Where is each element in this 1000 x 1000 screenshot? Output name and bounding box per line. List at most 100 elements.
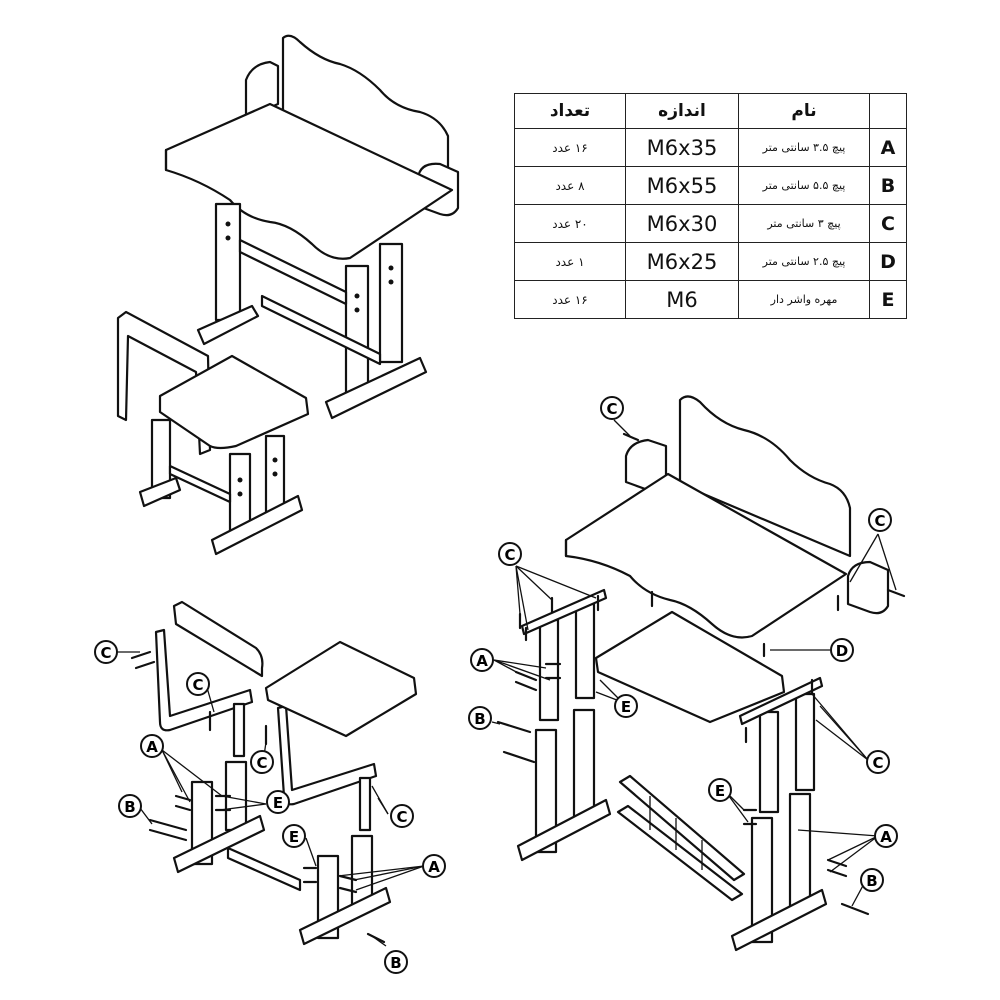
chair-screws bbox=[130, 650, 386, 944]
svg-text:C: C bbox=[396, 808, 407, 826]
svg-text:A: A bbox=[146, 738, 158, 756]
desk-leg-right-back bbox=[378, 242, 404, 364]
svg-text:E: E bbox=[715, 782, 725, 800]
header-size: اندازه bbox=[625, 93, 739, 129]
callout-a-2: A bbox=[422, 854, 446, 878]
table-row: D پیچ ۲.۵ سانتی متر M6x25 ۱ عدد bbox=[514, 242, 907, 281]
part-count: ۲۰ عدد bbox=[514, 204, 626, 243]
svg-text:B: B bbox=[124, 798, 135, 816]
callout-d-1: D bbox=[830, 638, 854, 662]
svg-text:C: C bbox=[874, 512, 885, 530]
table-row: A پیچ ۳.۵ سانتی متر M6x35 ۱۶ عدد bbox=[514, 128, 907, 167]
desk-foot-1 bbox=[516, 798, 612, 862]
desk-screws bbox=[496, 432, 906, 916]
exploded-desk-guard-right bbox=[846, 560, 890, 615]
exploded-backrest-panel bbox=[172, 600, 264, 678]
part-count: ۱۶ عدد bbox=[514, 128, 626, 167]
part-name: پیچ ۵.۵ سانتی متر bbox=[738, 166, 870, 205]
assembled-chair bbox=[116, 310, 310, 556]
callout-b-2: B bbox=[384, 950, 408, 974]
callout-c-6: C bbox=[868, 508, 892, 532]
svg-text:C: C bbox=[606, 400, 617, 418]
callout-b-4: B bbox=[860, 868, 884, 892]
desk-lower-leg-4 bbox=[788, 792, 812, 908]
callout-a-1: A bbox=[140, 734, 164, 758]
svg-text:C: C bbox=[256, 754, 267, 772]
desk-upper-leg-3 bbox=[758, 710, 780, 814]
svg-text:E: E bbox=[621, 698, 631, 716]
callout-c-7: C bbox=[498, 542, 522, 566]
chair-foot-left bbox=[138, 476, 182, 508]
callout-e-1: E bbox=[266, 790, 290, 814]
part-size: M6 bbox=[625, 280, 739, 319]
header-count: تعداد bbox=[514, 93, 626, 129]
callout-c-8: C bbox=[866, 750, 890, 774]
part-count: ۱ عدد bbox=[514, 242, 626, 281]
part-letter: D bbox=[869, 242, 907, 281]
svg-text:C: C bbox=[100, 644, 111, 662]
exploded-desk bbox=[491, 395, 906, 952]
callout-c-5: C bbox=[600, 396, 624, 420]
exploded-chair-foot-1 bbox=[172, 814, 266, 874]
table-row: E مهره واشر دار M6 ۱۶ عدد bbox=[514, 280, 907, 319]
assembled-desk bbox=[164, 34, 460, 420]
exploded-chair bbox=[116, 600, 425, 947]
desk-upper-leg-4 bbox=[794, 692, 816, 792]
chair-foot-right bbox=[210, 494, 304, 556]
desk-foot-2 bbox=[730, 888, 828, 952]
callout-a-4: A bbox=[874, 824, 898, 848]
part-name: پیچ ۳ سانتی متر bbox=[738, 204, 870, 243]
desk-foot-right bbox=[324, 356, 428, 420]
svg-text:C: C bbox=[872, 754, 883, 772]
svg-text:B: B bbox=[390, 954, 401, 972]
part-name: پیچ ۲.۵ سانتی متر bbox=[738, 242, 870, 281]
callout-b-1: B bbox=[118, 794, 142, 818]
part-count: ۸ عدد bbox=[514, 166, 626, 205]
part-count: ۱۶ عدد bbox=[514, 280, 626, 319]
chair-seat bbox=[158, 354, 310, 450]
svg-text:B: B bbox=[474, 710, 485, 728]
exploded-desk-top bbox=[564, 472, 848, 639]
part-name: پیچ ۳.۵ سانتی متر bbox=[738, 128, 870, 167]
parts-table: نام اندازه تعداد A پیچ ۳.۵ سانتی متر M6x… bbox=[514, 93, 907, 319]
svg-text:D: D bbox=[836, 642, 848, 660]
desk-lower-leg-3 bbox=[750, 816, 774, 944]
desk-upper-leg-2 bbox=[574, 602, 596, 700]
header-name: نام bbox=[738, 93, 870, 129]
callout-b-3: B bbox=[468, 706, 492, 730]
part-letter: B bbox=[869, 166, 907, 205]
desk-lower-leg-2 bbox=[572, 708, 596, 822]
callout-e-3: E bbox=[614, 694, 638, 718]
desk-upper-leg-1 bbox=[538, 618, 560, 722]
exploded-desk-back-panel bbox=[678, 395, 852, 558]
part-size: M6x30 bbox=[625, 204, 739, 243]
table-row: C پیچ ۳ سانتی متر M6x30 ۲۰ عدد bbox=[514, 204, 907, 243]
callout-a-3: A bbox=[470, 648, 494, 672]
svg-text:A: A bbox=[880, 828, 892, 846]
exploded-seat bbox=[264, 640, 418, 738]
table-row: B پیچ ۵.۵ سانتی متر M6x55 ۸ عدد bbox=[514, 166, 907, 205]
callout-e-2: E bbox=[282, 824, 306, 848]
svg-text:C: C bbox=[504, 546, 515, 564]
callout-e-4: E bbox=[708, 778, 732, 802]
part-size: M6x55 bbox=[625, 166, 739, 205]
callout-bubbles: C C C C A A B B E E C C C C D A A B B E … bbox=[94, 396, 898, 974]
exploded-back-frame-left bbox=[154, 628, 254, 732]
callout-c-3: C bbox=[250, 750, 274, 774]
desk-leg-right-front bbox=[344, 264, 370, 402]
header-letter bbox=[869, 93, 907, 129]
callout-c-4: C bbox=[390, 804, 414, 828]
exploded-chair-foot-2 bbox=[298, 886, 392, 946]
part-name: مهره واشر دار bbox=[738, 280, 870, 319]
desk-foot-left bbox=[196, 304, 260, 346]
part-size: M6x35 bbox=[625, 128, 739, 167]
desk-leg-left-front bbox=[214, 202, 242, 322]
parts-table-header: نام اندازه تعداد bbox=[514, 93, 907, 129]
desk-back-panel bbox=[281, 34, 450, 192]
svg-text:B: B bbox=[866, 872, 877, 890]
part-letter: A bbox=[869, 128, 907, 167]
svg-text:E: E bbox=[289, 828, 299, 846]
svg-text:E: E bbox=[273, 794, 283, 812]
callout-c-1: C bbox=[94, 640, 118, 664]
